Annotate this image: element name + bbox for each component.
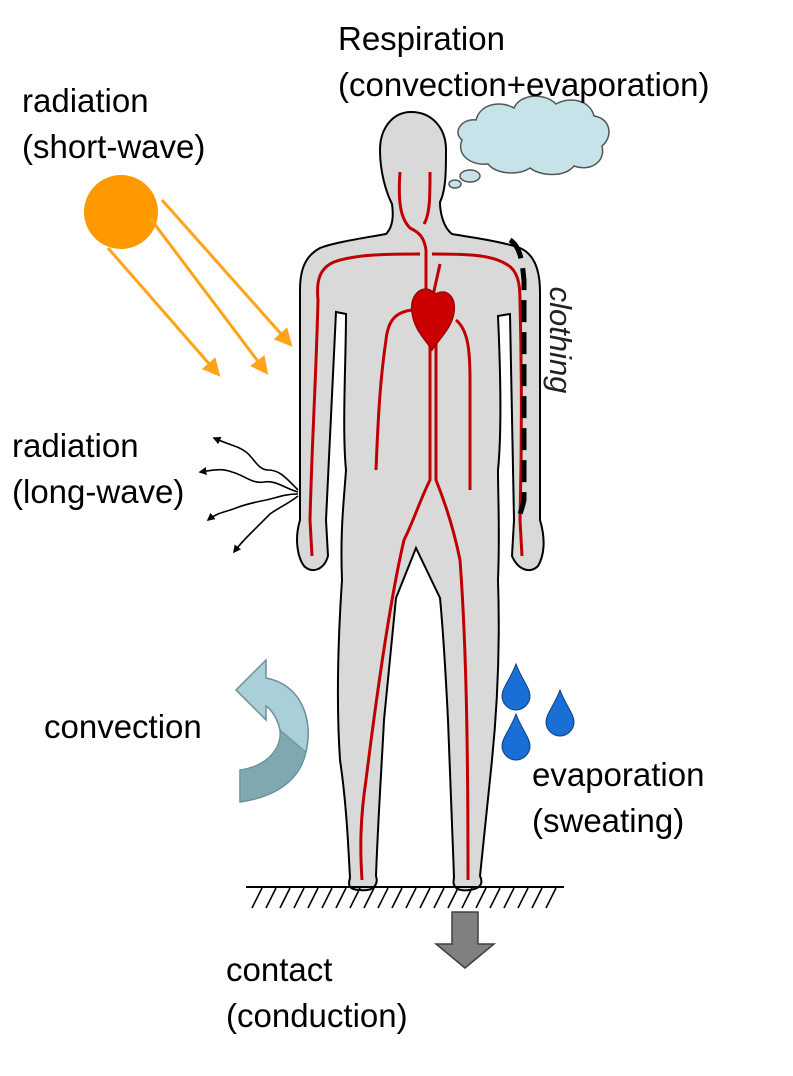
ground [246, 886, 564, 909]
longwave-subtitle: (long-wave) [12, 473, 185, 510]
shortwave-ray [160, 199, 293, 347]
shortwave-subtitle: (short-wave) [22, 128, 206, 165]
contact-label: contact (conduction) [226, 947, 408, 1039]
vessel-neck-right [422, 171, 432, 225]
vessel-neck-left [397, 171, 428, 300]
wavy-arrow-icon [198, 467, 299, 493]
down-arrow-icon [433, 911, 497, 969]
longwave-radiation-label: radiation (long-wave) [12, 423, 184, 515]
sweat-drops [501, 662, 575, 761]
blood-vessels [308, 171, 524, 881]
curved-arrow-icon [234, 658, 309, 803]
shortwave-radiation-label: radiation (short-wave) [22, 78, 205, 170]
longwave-title: radiation [12, 427, 139, 464]
water-drop-icon [501, 662, 531, 711]
respiration-label: Respiration (convection+evaporation) [338, 16, 709, 108]
vessel-left-arm [308, 252, 421, 557]
respiration-title: Respiration [338, 20, 505, 57]
shortwave-title: radiation [22, 82, 149, 119]
evaporation-subtitle: (sweating) [532, 802, 685, 839]
vessel-torso-left [374, 308, 413, 471]
wavy-arrow-icon [212, 436, 299, 491]
vessel-right-leg [434, 340, 470, 881]
clothing-line [508, 237, 527, 517]
heart-icon [411, 288, 455, 352]
contact-title: contact [226, 951, 333, 988]
respiration-subtitle: (convection+evaporation) [338, 66, 710, 103]
vessel-torso-right [454, 318, 472, 490]
contact-subtitle: (conduction) [226, 997, 408, 1034]
cloud-icon [448, 95, 610, 189]
water-drop-icon [501, 712, 531, 761]
evaporation-label: evaporation (sweating) [532, 752, 704, 844]
clothing-label: clothing [543, 286, 578, 394]
convection-title: convection [44, 708, 202, 745]
shortwave-ray [106, 247, 221, 377]
longwave-arrows [198, 436, 299, 554]
vessel-right-arm [431, 252, 524, 557]
convection-label: convection [44, 704, 202, 750]
water-drop-icon [545, 688, 575, 737]
shortwave-ray [148, 217, 269, 375]
wavy-arrow-icon [206, 493, 299, 521]
vessel-left-leg [359, 340, 432, 881]
shortwave-rays [106, 199, 293, 377]
wavy-arrow-icon [233, 495, 299, 554]
sun-icon [84, 175, 158, 249]
evaporation-title: evaporation [532, 756, 705, 793]
